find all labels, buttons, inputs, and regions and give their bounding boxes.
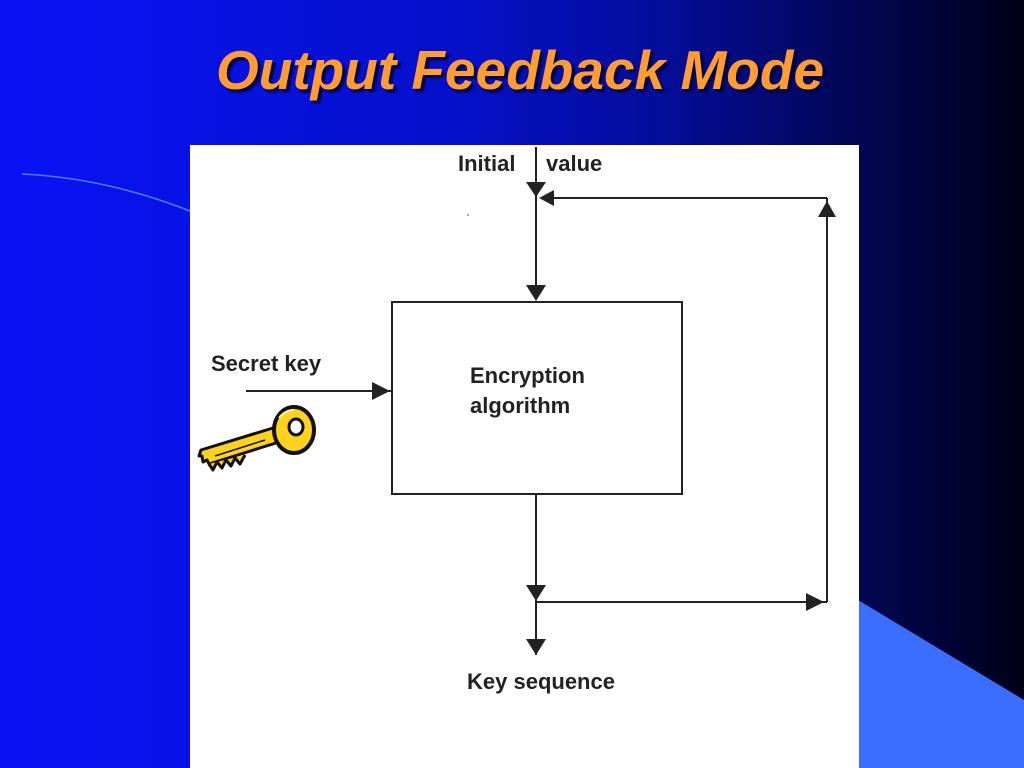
feedback-right-arrowhead [806, 593, 824, 611]
slide-title: Output Feedback Mode [215, 39, 825, 101]
initial-label: Initial [458, 151, 516, 176]
key-icon [197, 405, 316, 472]
value-label: value [546, 151, 603, 176]
secret-key-arrowhead [372, 382, 390, 400]
ofb-diagram: Initial value Secret key Encryption algo… [190, 145, 859, 768]
encryption-label-line2: algorithm [470, 393, 571, 418]
key-sequence-arrowhead [526, 639, 546, 655]
secret-key-label: Secret key [211, 351, 322, 376]
encryption-input-arrowhead [526, 285, 546, 301]
feedback-up-arrowhead [818, 201, 836, 217]
output-arrowhead [526, 585, 546, 601]
initial-value-arrowhead [526, 182, 546, 197]
decorative-swoosh [21, 173, 201, 216]
feedback-merge-arrowhead [539, 190, 554, 206]
diagram-lines [246, 147, 836, 655]
decorative-corner-shape [858, 600, 1024, 768]
key-sequence-label: Key sequence [467, 669, 615, 694]
encryption-label-line1: Encryption [470, 363, 585, 388]
speck [467, 214, 469, 216]
